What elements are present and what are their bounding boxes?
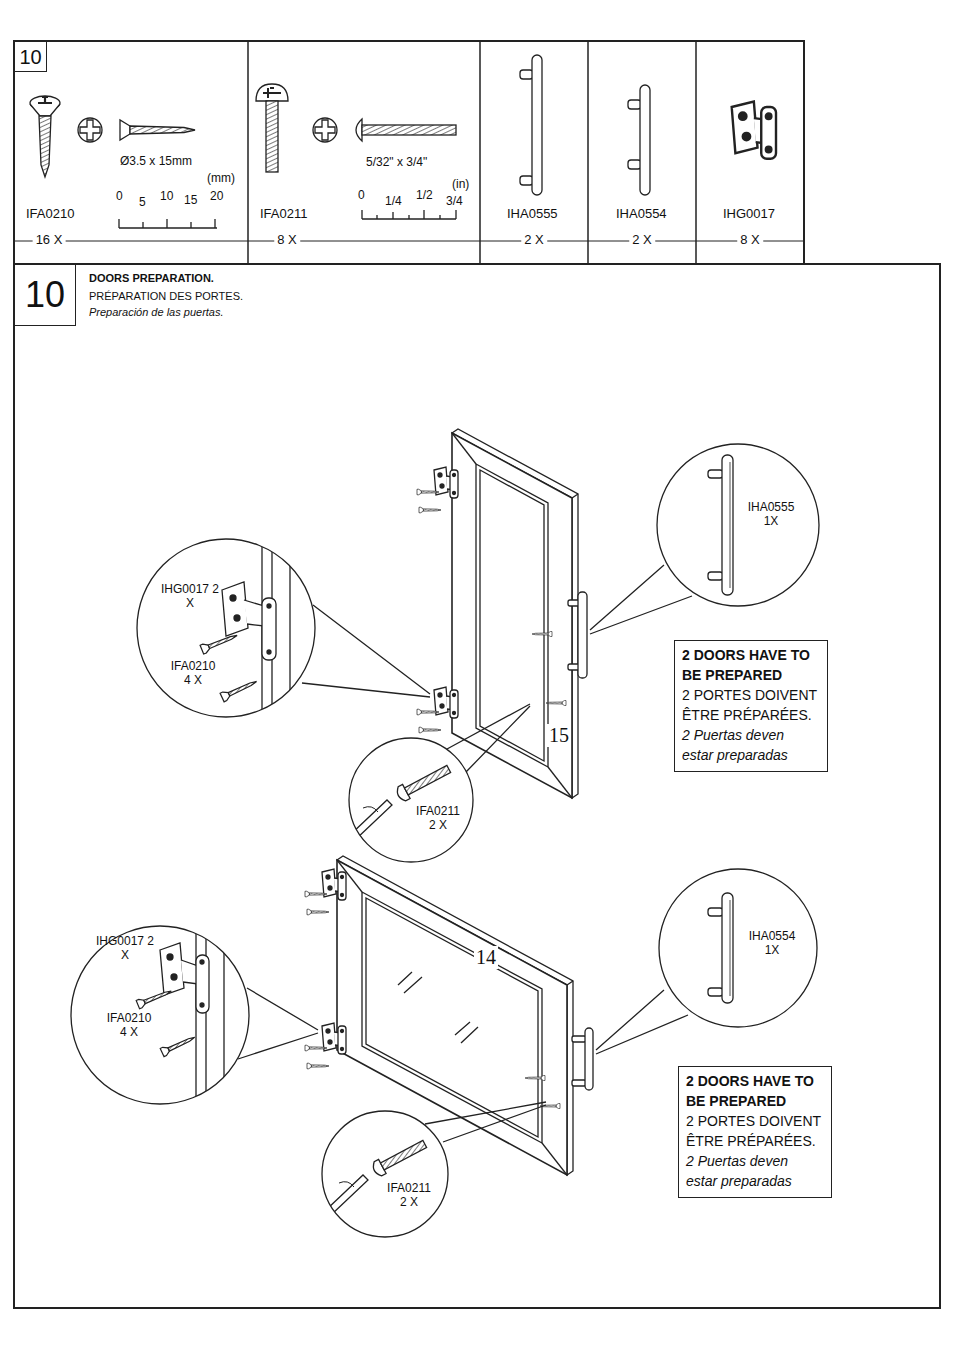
part-label: 1/4 [385,195,402,209]
callout-circle: IFA0211 2 X [348,737,474,863]
part-label: 10 [160,190,173,204]
part-label: IFA0211 [260,207,307,222]
box-text: 2 Puertas deven estar preparadas [686,1151,808,1191]
step-panel: DOORS PREPARATION. PRÉPARATION DES PORTES… [14,264,940,1308]
part-label: 8 X [274,233,300,248]
part-label: 16 X [33,233,66,248]
callout-circle: IHG0017 2 X IFA0210 4 X [70,925,250,1105]
callout-label: IFA0210 4 X [104,1012,154,1040]
callout-outline [321,1110,449,1238]
part-label: Ø3.5 x 15mm [120,155,192,169]
part-cell: IHA0555 2 X [480,41,588,264]
part-label: IHG0017 [723,207,775,222]
callout-label: IHA0554 1X [746,930,798,958]
part-label: IHA0555 [507,207,558,222]
callout-label: IFA0211 2 X [412,805,464,833]
box-text: 2 Puertas deven estar preparadas [682,725,804,765]
part-label: IHA0554 [616,207,667,222]
part-cell: 5/32" x 3/4" (in) 0 1/4 1/2 3/4IFA0211 8 X [248,41,480,264]
part-cell: IHG0017 8 X [696,41,804,264]
part-label: 5 [139,196,146,210]
callout-outline [656,443,820,607]
part-cell: Ø3.5 x 15mm (mm) 0 5 10 15 20IFA0210 16 X 10 [14,41,248,264]
callout-outline [658,868,818,1028]
callout-circle: IHG0017 2 X IFA0210 4 X [136,538,316,718]
box-text: 10 [25,277,65,313]
callout-circle: IHA0554 1X [658,868,818,1028]
note-box: 2 DOORS HAVE TO BE PREPARED2 PORTES DOIV… [674,640,828,772]
part-label: 8 X [737,233,763,248]
part-label: IFA0210 [26,207,74,222]
part-label: 1/2 [416,189,433,203]
part-label: (in) [452,178,469,192]
part-label: 15 [184,194,197,208]
step-number: 10 [14,264,76,326]
box-text: 2 DOORS HAVE TO BE PREPARED [686,1071,826,1111]
callout-outline [70,925,250,1105]
part-label: (mm) [207,172,235,186]
part-label: Preparación de las puertas. [89,306,224,319]
callout-number: 15 [547,724,571,747]
part-label: 3/4 [446,195,463,209]
part-label: 20 [210,190,223,204]
note-box: 2 DOORS HAVE TO BE PREPARED2 PORTES DOIV… [678,1066,832,1198]
callout-label: IFA0211 2 X [383,1182,435,1210]
part-label: 0 [116,190,123,204]
box-text: 2 PORTES DOIVENT ÊTRE PRÉPARÉES. [682,685,822,725]
callout-number: 14 [474,946,498,969]
callout-label: IHG0017 2 X [158,583,222,611]
part-label: 5/32" x 3/4" [366,156,427,170]
callout-outline [136,538,316,718]
part-label: 2 X [629,233,655,248]
box-text: 2 PORTES DOIVENT ÊTRE PRÉPARÉES. [686,1111,826,1151]
box-text: 2 DOORS HAVE TO BE PREPARED [682,645,822,685]
callout-label: IHA0555 1X [745,501,797,529]
part-label: DOORS PREPARATION. [89,272,214,285]
part-label: PRÉPARATION DES PORTES. [89,290,243,303]
callout-label: IHG0017 2 X [93,935,157,963]
part-label: 0 [358,189,365,203]
callout-circle: IHA0555 1X [656,443,820,607]
step-number: 10 [14,41,47,72]
callout-outline [348,737,474,863]
part-cell: IHA0554 2 X [588,41,696,264]
callout-circle: IFA0211 2 X [321,1110,449,1238]
callout-label: IFA0210 4 X [168,660,218,688]
part-label: 2 X [521,233,547,248]
box-text: 10 [19,47,41,67]
